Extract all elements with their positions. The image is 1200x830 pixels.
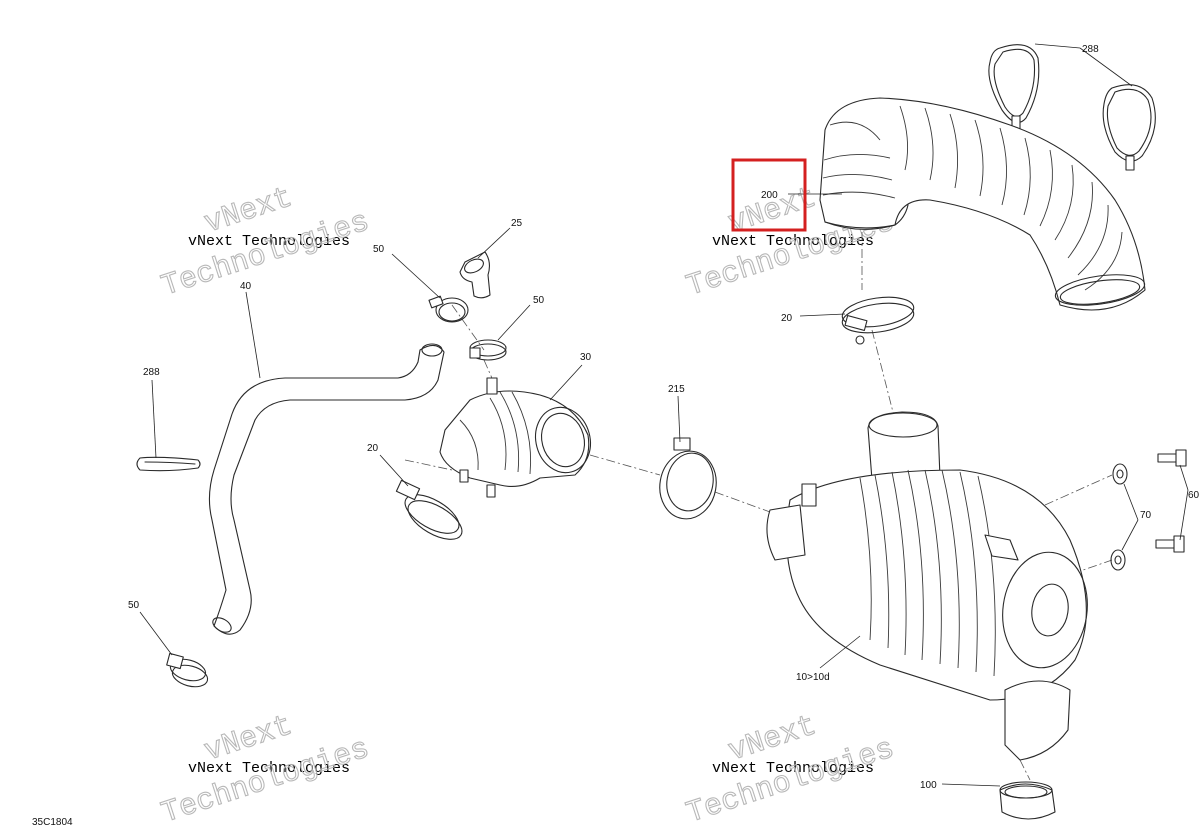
strap-288-upper <box>988 44 1156 171</box>
watermark-top-left: vNext Technologies vNext Technologies <box>157 181 374 305</box>
bolts-60 <box>1155 449 1187 553</box>
clamp-20-left <box>395 479 463 540</box>
leader-lines <box>139 43 1189 787</box>
clamp-215 <box>659 437 717 520</box>
adaptor-30 <box>439 377 591 498</box>
callout-200: 200 <box>761 190 778 201</box>
callout-215: 215 <box>668 384 685 395</box>
fitting-25 <box>459 251 491 299</box>
callout-50-c: 50 <box>128 600 140 611</box>
hose-40 <box>208 343 445 635</box>
clamp-20-right <box>841 296 915 345</box>
callout-288-left: 288 <box>143 367 160 378</box>
callouts: 288 200 25 50 50 40 288 30 20 20 215 60 … <box>128 44 1200 791</box>
watermark-bottom-left: vNext Technologies vNext Technologies <box>157 709 374 830</box>
callout-50-b: 50 <box>533 295 545 306</box>
intake-duct-200 <box>819 97 1146 311</box>
callout-20-right: 20 <box>781 313 793 324</box>
callout-40: 40 <box>240 281 252 292</box>
callout-288-upper: 288 <box>1082 44 1099 55</box>
clamp-50-upper-left <box>428 295 469 323</box>
sleeve-100 <box>999 781 1056 820</box>
callout-50-a: 50 <box>373 244 385 255</box>
highlight-box <box>731 158 807 232</box>
watermark-bottom-right: vNext Technologies vNext Technologies <box>682 709 899 830</box>
svg-text:vNext Technologies: vNext Technologies <box>712 233 874 250</box>
callout-20-left: 20 <box>367 443 379 454</box>
washers-70 <box>1110 463 1128 571</box>
svg-text:vNext Technologies: vNext Technologies <box>188 233 350 250</box>
figure-code: 35C1804 <box>32 817 73 828</box>
svg-text:vNext Technologies: vNext Technologies <box>712 760 874 777</box>
air-box-10 <box>766 411 1088 761</box>
callout-30: 30 <box>580 352 592 363</box>
strap-288-left <box>136 456 201 472</box>
callout-10-10d: 10>10d <box>796 672 830 683</box>
callout-70: 70 <box>1140 510 1152 521</box>
callout-100: 100 <box>920 780 937 791</box>
svg-text:vNext Technologies: vNext Technologies <box>188 760 350 777</box>
clamp-50-lower <box>166 652 209 688</box>
clamp-50-upper-right <box>469 339 507 361</box>
callout-25: 25 <box>511 218 523 229</box>
callout-60: 60 <box>1188 490 1200 501</box>
